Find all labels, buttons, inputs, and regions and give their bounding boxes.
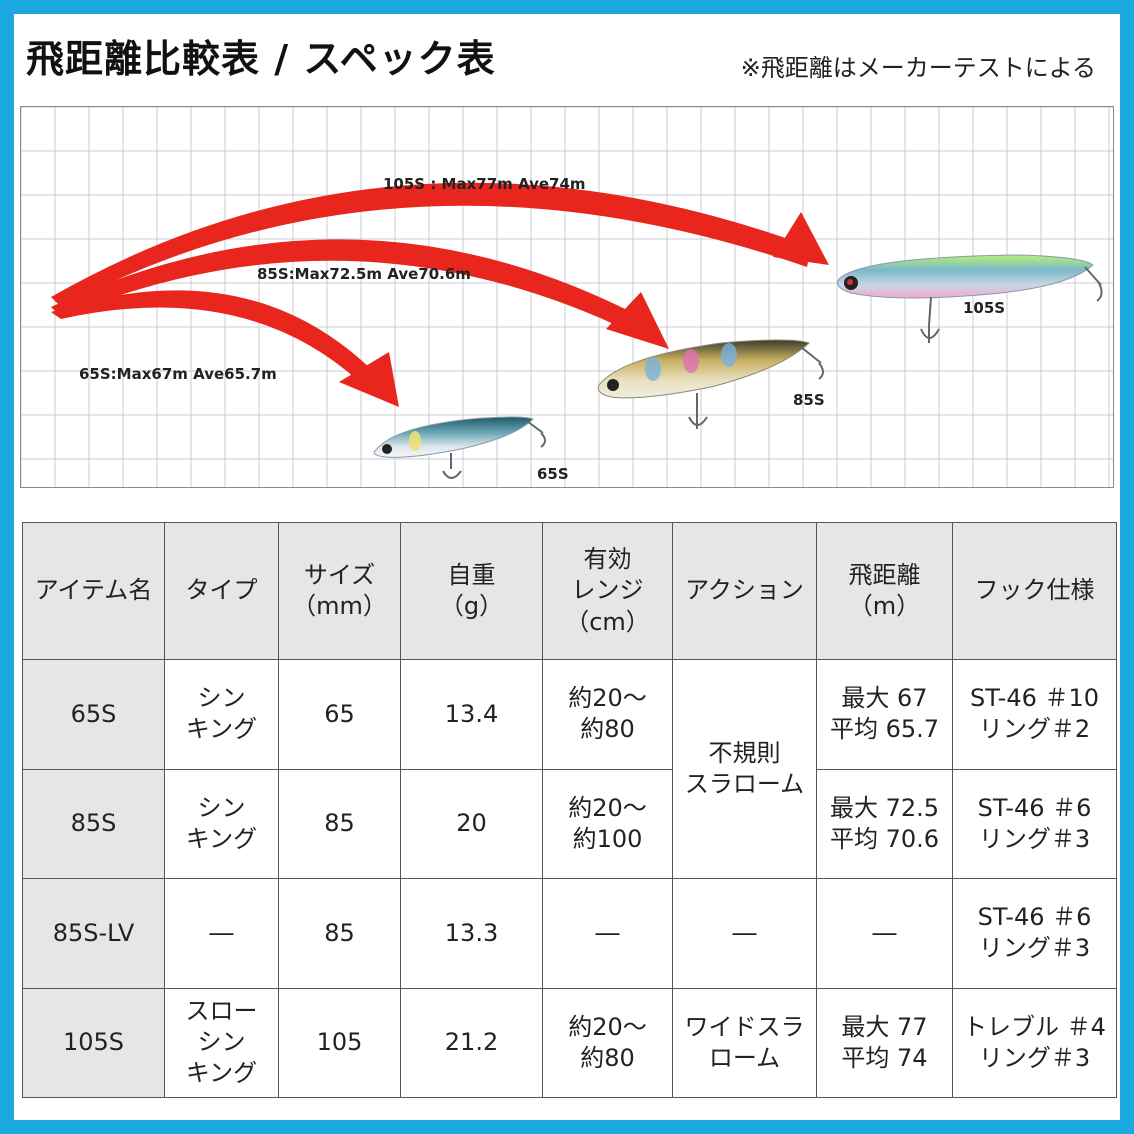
distance-note: ※飛距離はメーカーテストによる bbox=[740, 54, 1096, 82]
cell-distance: 最大 67 平均 65.7 bbox=[816, 659, 953, 770]
arrow-65s bbox=[51, 290, 379, 389]
arrowhead-85s bbox=[606, 292, 669, 349]
cell-size: 65 bbox=[278, 659, 401, 770]
arrow-105s bbox=[51, 182, 811, 307]
label-105s-distance: 105S : Max77m Ave74m bbox=[383, 175, 586, 193]
lure-85s-label: 85S bbox=[793, 391, 825, 409]
lure-65s-label: 65S bbox=[537, 465, 569, 483]
table-row: 85S シン キング 85 20 約20～ 約100 最大 72.5 平均 70… bbox=[22, 768, 1117, 879]
label-85s-distance: 85S:Max72.5m Ave70.6m bbox=[257, 265, 471, 283]
spec-table-wrap: アイテム名 タイプ サイズ （mm） 自重 （g） 有効 レンジ （cm） アク… bbox=[22, 522, 1117, 1098]
cell-size: 85 bbox=[278, 878, 401, 989]
cell-hook: ST-46 ＃10 リング＃2 bbox=[952, 659, 1117, 770]
cell-hook: トレブル ＃4 リング＃3 bbox=[952, 987, 1117, 1098]
distance-diagram: 105S : Max77m Ave74m 85S:Max72.5m Ave70.… bbox=[20, 106, 1114, 488]
cell-hook: ST-46 ＃6 リング＃3 bbox=[952, 768, 1117, 879]
col-header-range: 有効 レンジ （cm） bbox=[542, 522, 673, 660]
table-row: 85S-LV ― 85 13.3 ― ― ― ST-46 ＃6 リング＃3 bbox=[22, 878, 1117, 989]
spec-table: アイテム名 タイプ サイズ （mm） 自重 （g） 有効 レンジ （cm） アク… bbox=[22, 522, 1117, 1098]
cell-range: 約20～ 約80 bbox=[542, 659, 673, 770]
cell-size: 85 bbox=[278, 768, 401, 879]
cell-weight: 13.4 bbox=[400, 659, 543, 770]
cell-hook: ST-46 ＃6 リング＃3 bbox=[952, 878, 1117, 989]
page-title: 飛距離比較表 / スペック表 bbox=[26, 37, 496, 81]
lure-105s-label: 105S bbox=[963, 299, 1005, 317]
cell-action: ワイドスラ ローム bbox=[672, 987, 817, 1098]
lure-85s-image bbox=[597, 339, 824, 429]
col-header-weight: 自重 （g） bbox=[400, 522, 543, 660]
cell-range: ― bbox=[542, 878, 673, 989]
spec-panel: 飛距離比較表 / スペック表 ※飛距離はメーカーテストによる bbox=[14, 14, 1120, 1120]
cell-type: シン キング bbox=[164, 659, 279, 770]
table-header-row: アイテム名 タイプ サイズ （mm） 自重 （g） 有効 レンジ （cm） アク… bbox=[22, 522, 1117, 660]
col-header-item-name: アイテム名 bbox=[22, 522, 165, 660]
cell-type: ― bbox=[164, 878, 279, 989]
col-header-action: アクション bbox=[672, 522, 817, 660]
arrowhead-65s bbox=[339, 352, 399, 407]
arrowhead-105s bbox=[773, 212, 829, 265]
cell-type: スロー シン キング bbox=[164, 987, 279, 1098]
col-header-type: タイプ bbox=[164, 522, 279, 660]
cell-distance: 最大 77 平均 74 bbox=[816, 987, 953, 1098]
arrow-85s bbox=[51, 239, 641, 333]
col-header-size: サイズ （mm） bbox=[278, 522, 401, 660]
col-header-hook: フック仕様 bbox=[952, 522, 1117, 660]
cell-item: 105S bbox=[22, 987, 165, 1098]
distance-diagram-svg: 105S : Max77m Ave74m 85S:Max72.5m Ave70.… bbox=[21, 107, 1113, 487]
label-65s-distance: 65S:Max67m Ave65.7m bbox=[79, 365, 277, 383]
cell-action: ― bbox=[672, 878, 817, 989]
cell-weight: 13.3 bbox=[400, 878, 543, 989]
cell-weight: 20 bbox=[400, 768, 543, 879]
cell-item: 85S-LV bbox=[22, 878, 165, 989]
cell-action-merged: 不規則 スラローム bbox=[672, 659, 817, 879]
table-row: 65S シン キング 65 13.4 約20～ 約80 不規則 スラローム 最大… bbox=[22, 659, 1117, 879]
cell-distance: ― bbox=[816, 878, 953, 989]
cell-weight: 21.2 bbox=[400, 987, 543, 1098]
lure-65s-image bbox=[373, 416, 546, 479]
cell-range: 約20～ 約100 bbox=[542, 768, 673, 879]
cell-item: 85S bbox=[22, 768, 165, 879]
cell-type: シン キング bbox=[164, 768, 279, 879]
table-row: 105S スロー シン キング 105 21.2 約20～ 約80 ワイドスラ … bbox=[22, 987, 1117, 1098]
lure-105s-image bbox=[837, 254, 1103, 343]
cell-item: 65S bbox=[22, 659, 165, 770]
cell-distance: 最大 72.5 平均 70.6 bbox=[816, 768, 953, 879]
cell-size: 105 bbox=[278, 987, 401, 1098]
cell-range: 約20～ 約80 bbox=[542, 987, 673, 1098]
col-header-distance: 飛距離 （m） bbox=[816, 522, 953, 660]
